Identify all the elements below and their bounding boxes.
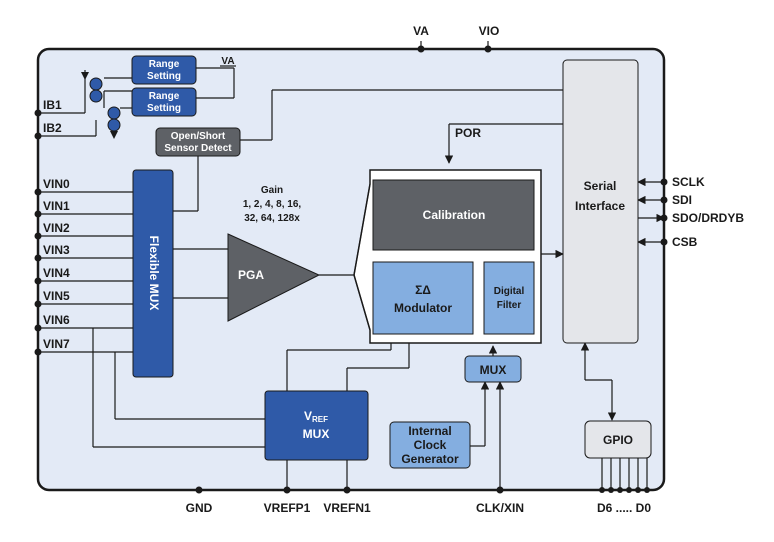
analog-inputs: VIN0 VIN1 VIN2 VIN3 VIN4 VIN5 VIN6 VIN7 <box>43 177 70 351</box>
arrow-down-icon <box>81 72 89 80</box>
gpio-block: GPIO <box>584 420 652 459</box>
svg-text:Setting: Setting <box>147 103 181 114</box>
svg-text:Range: Range <box>149 91 180 102</box>
pin-sdo-drdyb: SDO/DRDYB <box>672 211 744 225</box>
pin-vin6: VIN6 <box>43 313 70 327</box>
range-setting-block: Range Setting <box>131 87 197 117</box>
pin-gnd: GND <box>186 501 213 515</box>
svg-text:Internal: Internal <box>408 424 451 438</box>
gain-values-line1: 1, 2, 4, 8, 16, <box>243 199 302 210</box>
pin-ib1: IB1 <box>43 98 62 112</box>
svg-text:Flexible MUX: Flexible MUX <box>147 236 161 311</box>
svg-text:Interface: Interface <box>575 199 625 213</box>
pin-vin4: VIN4 <box>43 266 70 280</box>
svg-text:MUX: MUX <box>303 427 330 441</box>
modulator-block: ΣΔ Modulator <box>372 261 474 335</box>
svg-text:Generator: Generator <box>401 452 459 466</box>
svg-text:ΣΔ: ΣΔ <box>415 283 431 297</box>
svg-text:Clock: Clock <box>414 438 447 452</box>
pin-vin1: VIN1 <box>43 199 70 213</box>
svg-text:Digital: Digital <box>494 286 525 297</box>
digital-filter-block: Digital Filter <box>483 261 535 335</box>
svg-text:Open/Short: Open/Short <box>171 131 226 142</box>
arrow-down-icon <box>110 131 118 139</box>
svg-text:Range: Range <box>149 59 180 70</box>
por-label: POR <box>455 126 481 140</box>
svg-text:Calibration: Calibration <box>423 208 486 222</box>
pin-sdi: SDI <box>672 193 692 207</box>
range-supply-label: VA <box>221 56 234 67</box>
calibration-block: Calibration <box>372 179 535 251</box>
clock-mux-block: MUX <box>464 355 522 383</box>
clock-generator-block: Internal Clock Generator <box>389 421 471 469</box>
pin-vin2: VIN2 <box>43 221 70 235</box>
sensor-detect-block: Open/Short Sensor Detect <box>155 127 241 157</box>
serial-interface-block: Serial Interface <box>562 59 639 344</box>
gain-title: Gain <box>261 185 283 196</box>
svg-text:MUX: MUX <box>480 363 507 377</box>
pin-va: VA <box>413 24 429 38</box>
svg-text:Modulator: Modulator <box>394 301 452 315</box>
svg-text:Sensor Detect: Sensor Detect <box>164 143 232 154</box>
pin-vrefn1: VREFN1 <box>323 501 371 515</box>
pin-dots <box>34 45 668 494</box>
vref-mux-block: VREF MUX <box>264 390 369 461</box>
pin-vin7: VIN7 <box>43 337 70 351</box>
svg-text:Filter: Filter <box>497 300 522 311</box>
pin-vin3: VIN3 <box>43 243 70 257</box>
pin-csb: CSB <box>672 235 698 249</box>
pin-vio: VIO <box>479 24 500 38</box>
svg-text:Setting: Setting <box>147 71 181 82</box>
pin-vrefp1: VREFP1 <box>264 501 311 515</box>
svg-text:VREF: VREF <box>304 409 328 424</box>
pin-clk-xin: CLK/XIN <box>476 501 524 515</box>
svg-text:Serial: Serial <box>584 179 617 193</box>
pin-sclk: SCLK <box>672 175 705 189</box>
current-source-icon <box>89 77 121 132</box>
pin-vin0: VIN0 <box>43 177 70 191</box>
wires <box>38 41 665 490</box>
svg-text:PGA: PGA <box>238 268 264 282</box>
range-setting-block: Range Setting <box>131 55 197 85</box>
flexible-mux-block: Flexible MUX <box>132 169 174 378</box>
pga-amplifier: PGA <box>227 233 321 322</box>
pin-vin5: VIN5 <box>43 289 70 303</box>
pin-gpio-range: D6 ..... D0 <box>597 501 651 515</box>
pin-ib2: IB2 <box>43 121 62 135</box>
svg-text:GPIO: GPIO <box>603 433 633 447</box>
gain-values-line2: 32, 64, 128x <box>244 213 300 224</box>
